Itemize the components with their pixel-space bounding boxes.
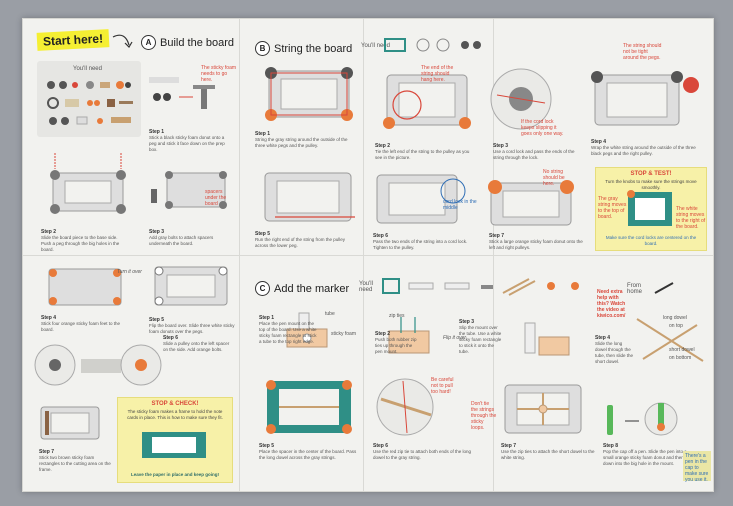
a-youll-need-box: You'll need — [37, 61, 141, 137]
b-cord-lock-callout: cord lock in the middle — [443, 199, 477, 211]
c-red-note: Need extra help with this? Watch the vid… — [597, 289, 626, 319]
b-step3-closeup — [490, 68, 552, 130]
section-c-heading: C Add the marker — [255, 281, 349, 296]
instruction-sheet: Start here! A Build the board You'll nee… — [22, 18, 714, 492]
stop-test-box: STOP & TEST! Turn the knobs to make sure… — [595, 167, 707, 251]
section-a-heading: A Build the board — [141, 35, 234, 50]
c-step7-board — [504, 384, 582, 434]
c-youll-need-label: You'll need — [359, 281, 373, 293]
sticky-note: There's a pen in the cap to make sure yo… — [683, 451, 711, 483]
stop-test-white: The white string moves to the right of t… — [676, 206, 706, 230]
a-step3-board — [151, 171, 227, 209]
a-step5-board — [154, 266, 228, 306]
a-turn-over-label: Turn it over — [117, 269, 142, 275]
c-on-bottom-label: on bottom — [669, 355, 692, 361]
section-c-title: Add the marker — [274, 282, 350, 295]
section-b-badge: B — [255, 41, 270, 56]
stop-test-illustration — [627, 190, 672, 226]
b-one-way-callout: If the cord lock keeps slipping it goes … — [521, 119, 564, 137]
b-step5-board — [264, 172, 355, 222]
b-step7-board — [488, 180, 574, 226]
a-step6-pulleys — [34, 344, 162, 386]
c-long-dowel-label: long dowel — [663, 315, 687, 321]
b-step1-board — [265, 67, 353, 121]
stop-check-text: The sticky foam makes a frame to hold th… — [127, 409, 223, 420]
b-step6-board — [376, 174, 466, 224]
stop-test-text: Turn the knobs to make sure the strings … — [605, 179, 697, 190]
c-step8-pen — [607, 402, 678, 436]
stop-check-illustration — [142, 432, 206, 458]
parts-illustration — [47, 81, 133, 125]
c-tube-label: tube — [325, 311, 335, 317]
section-a-title: Build the board — [160, 36, 234, 49]
b-no-string-callout: No string should be here. — [543, 169, 565, 187]
section-b-title: String the board — [274, 42, 353, 55]
a-step2-board — [50, 153, 126, 214]
section-a-badge: A — [141, 35, 156, 50]
b-step4-board — [591, 71, 699, 126]
a-youll-need-label: You'll need — [73, 66, 102, 72]
stop-check-box: STOP & CHECK! The sticky foam makes a fr… — [117, 397, 233, 483]
c-zip-ties-label: zip ties — [389, 313, 405, 319]
start-here-label: Start here! — [36, 29, 110, 51]
c-on-top-label: on top — [669, 323, 683, 329]
section-b-heading: B String the board — [255, 41, 352, 56]
sticky-note-text: There's a pen in the cap to make sure yo… — [685, 453, 709, 483]
c-step2-mount — [388, 317, 430, 354]
b-youll-need-label: You'll need — [361, 43, 390, 49]
curved-arrow-icon — [112, 34, 133, 48]
c-step5-board — [266, 380, 352, 434]
b-string-should-callout: The string should not be tight around th… — [623, 43, 662, 61]
b-step2-board — [383, 74, 471, 129]
c-flip-label: Flip it over — [443, 335, 467, 341]
c-parts-strip — [382, 278, 579, 296]
fold-line-middle — [23, 255, 713, 256]
b-end-string-callout: The end of the string should hang here. — [421, 65, 454, 83]
stop-test-title: STOP & TEST! — [630, 171, 672, 177]
stop-check-footer: Leave the paper in place and keep going! — [130, 472, 220, 477]
from-home-label: From home — [627, 283, 643, 295]
c-step3-mount — [524, 322, 570, 356]
c-step6-closeup — [376, 378, 434, 436]
pen-icon — [654, 282, 674, 294]
stop-check-title: STOP & CHECK! — [151, 401, 199, 407]
section-c-badge: C — [255, 281, 270, 296]
c-step1-mount — [286, 312, 328, 348]
stop-test-gray: The gray string moves to the top of boar… — [598, 196, 627, 220]
c-sticky-foam-label: sticky foam — [331, 331, 357, 337]
stop-test-footer: Make sure the cord locks are centered on… — [605, 235, 697, 246]
a-step7-board — [40, 406, 100, 440]
c-dont-tie-callout: Don't tie the strings through the sticky… — [471, 401, 497, 431]
a-spacers-callout: spacers under the board — [205, 189, 227, 207]
a-step1-illustration — [149, 77, 215, 109]
c-be-careful-callout: Be careful not to pull too hard! — [431, 377, 454, 395]
c-short-dowel-label: short dowel — [669, 347, 695, 353]
c-step4-dowels — [636, 318, 704, 362]
b-parts-strip — [384, 38, 481, 52]
a-step4-board — [48, 268, 122, 306]
a-sticky-foam-callout: The sticky foam needs to go here. — [201, 65, 237, 83]
